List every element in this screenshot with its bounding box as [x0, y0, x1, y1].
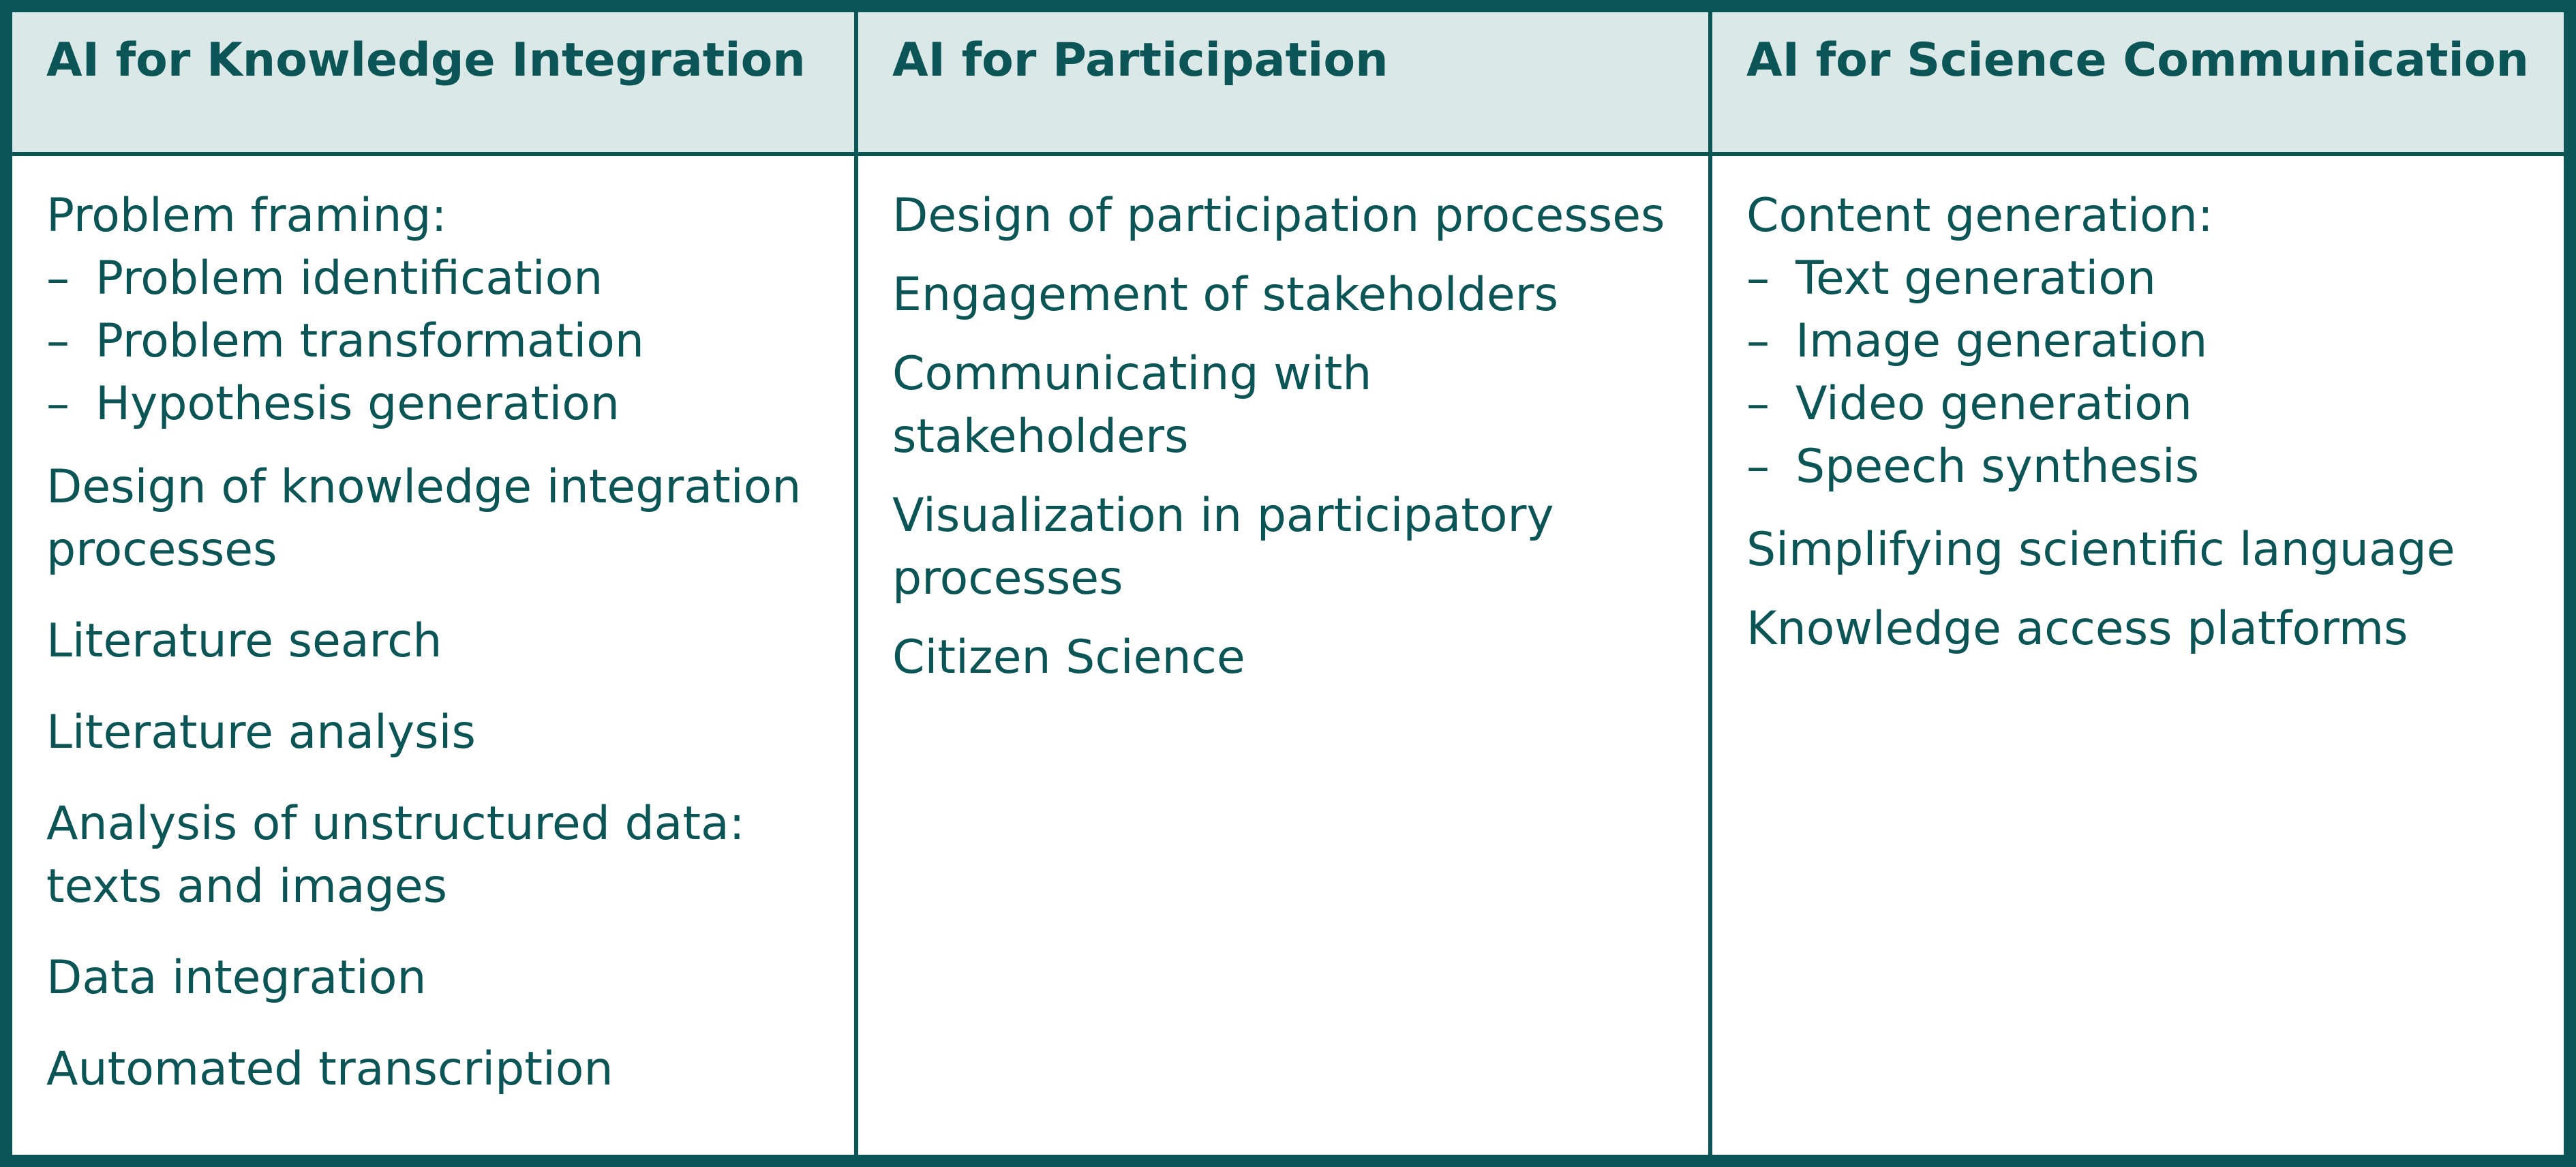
list-item: Simplifying scientific language — [1746, 523, 2455, 577]
dash-marker: – — [1746, 377, 1770, 431]
list-item: Design of knowledge integration processe… — [46, 460, 802, 577]
list-item: Citizen Science — [892, 631, 1245, 684]
dash-marker: – — [46, 377, 70, 431]
list-item: Engagement of stakeholders — [892, 268, 1559, 322]
column-header: AI for Participation — [892, 33, 1389, 87]
header-science-communication: AI for Science Communication — [1712, 12, 2564, 156]
list-subitem: – Problem transformation — [46, 310, 820, 373]
list-item: Design of participation processes — [892, 189, 1665, 243]
header-knowledge-integration: AI for Knowledge Integration — [12, 12, 858, 156]
column-science-communication: Content generation: – Text generation – … — [1712, 156, 2564, 1155]
dash-marker: – — [1746, 252, 1770, 305]
dash-marker: – — [1746, 440, 1770, 494]
subitem-text: Speech synthesis — [1795, 440, 2200, 494]
subitem-text: Image generation — [1795, 314, 2208, 368]
list-item: Literature search — [46, 614, 442, 668]
group-label: Content generation: — [1746, 189, 2213, 243]
column-knowledge-integration: Problem framing: – Problem identificatio… — [12, 156, 858, 1155]
list-item: Data integration — [46, 951, 427, 1005]
group-label: Problem framing: — [46, 189, 447, 243]
column-header: AI for Science Communication — [1746, 33, 2529, 87]
capabilities-table: AI for Knowledge Integration AI for Part… — [12, 12, 2564, 1155]
subitem-text: Video generation — [1795, 377, 2192, 431]
dash-marker: – — [46, 314, 70, 368]
subitem-text: Text generation — [1795, 252, 2156, 305]
list-item: Communicating with stakeholders — [892, 347, 1372, 464]
header-participation: AI for Participation — [858, 12, 1712, 156]
list-item: Analysis of unstructured data: texts and… — [46, 797, 745, 913]
list-subitem: – Problem identification — [46, 247, 820, 310]
group-content-generation: Content generation: – Text generation – … — [1746, 185, 2530, 498]
list-item: Literature analysis — [46, 706, 476, 759]
column-participation: Design of participation processes Engage… — [858, 156, 1712, 1155]
list-subitem: – Speech synthesis — [1746, 436, 2530, 498]
column-header: AI for Knowledge Integration — [46, 33, 806, 87]
list-subitem: – Image generation — [1746, 310, 2530, 373]
dash-marker: – — [1746, 314, 1770, 368]
subitem-text: Problem identification — [95, 252, 603, 305]
list-subitem: – Video generation — [1746, 373, 2530, 436]
list-subitem: – Hypothesis generation — [46, 373, 820, 436]
list-item: Knowledge access platforms — [1746, 602, 2408, 656]
list-item: Visualization in participatory processes — [892, 489, 1554, 605]
list-subitem: – Text generation — [1746, 247, 2530, 310]
group-problem-framing: Problem framing: – Problem identificatio… — [46, 185, 820, 436]
dash-marker: – — [46, 252, 70, 305]
subitem-text: Problem transformation — [95, 314, 644, 368]
list-item: Automated transcription — [46, 1042, 613, 1096]
subitem-text: Hypothesis generation — [95, 377, 620, 431]
